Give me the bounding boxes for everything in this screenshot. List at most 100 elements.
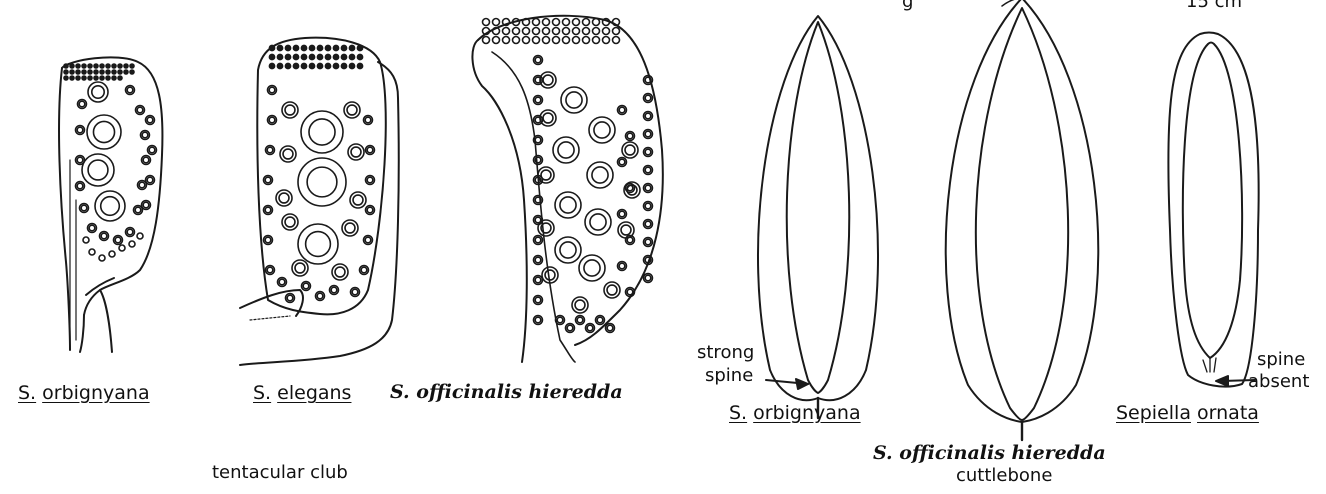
sucker-dot	[357, 45, 362, 50]
sucker-ring-inner	[575, 300, 585, 310]
sucker-dot	[341, 45, 346, 50]
sucker-ring-inner	[269, 117, 275, 123]
sucker-dot	[112, 64, 116, 68]
sucker-dot	[64, 64, 68, 68]
sucker-ring-inner	[283, 149, 293, 159]
sucker-ring-inner	[303, 283, 309, 289]
top-label-g: g	[902, 0, 913, 13]
sucker-dot	[88, 70, 92, 74]
sucker-dot	[349, 63, 354, 68]
sucker-dot	[70, 70, 74, 74]
sucker-ring-inner	[147, 177, 153, 183]
sucker-dot	[100, 64, 104, 68]
sucker-dot	[285, 63, 290, 68]
sucker-ring-inner	[567, 325, 573, 331]
sucker-ring-inner	[558, 142, 574, 158]
sucker-ring-inner	[535, 237, 541, 243]
sucker-ring-inner	[93, 121, 114, 142]
sucker-ring-inner	[287, 295, 293, 301]
label-name: S. officinalis hieredda	[390, 381, 623, 403]
sucker-ring	[555, 237, 581, 263]
label-genus: Sepiella	[1116, 402, 1191, 424]
sucker-dot	[130, 70, 134, 74]
sucker-ring-inner	[535, 137, 541, 143]
sucker-ring-inner	[645, 113, 651, 119]
sucker-dot	[325, 45, 330, 50]
sucker-dot	[325, 63, 330, 68]
sucker-ring-inner	[115, 237, 121, 243]
sucker-ring	[89, 249, 95, 255]
club-elegans-drawing	[240, 38, 399, 365]
sucker-ring-inner	[77, 157, 83, 163]
sucker-ring	[523, 28, 530, 35]
sucker-ring	[603, 28, 610, 35]
sucker-ring-inner	[607, 285, 617, 295]
label-species: orbignyana	[753, 402, 860, 424]
sucker-dot	[118, 70, 122, 74]
sucker-ring	[583, 28, 590, 35]
sucker-ring-inner	[535, 97, 541, 103]
sucker-ring-inner	[365, 117, 371, 123]
sucker-ring-inner	[269, 87, 275, 93]
sucker-dot	[349, 45, 354, 50]
sucker-dot	[94, 64, 98, 68]
sucker-ring-inner	[645, 95, 651, 101]
sucker-dot	[293, 54, 298, 59]
sucker-ring	[573, 37, 580, 44]
sucker-dot	[70, 76, 74, 80]
sucker-ring-inner	[353, 195, 363, 205]
sucker-ring	[99, 255, 105, 261]
sucker-ring	[593, 28, 600, 35]
sucker-dot	[269, 45, 274, 50]
sucker-ring	[129, 241, 135, 247]
sucker-dot	[112, 76, 116, 80]
sucker-ring-inner	[335, 267, 345, 277]
sucker-ring-inner	[535, 317, 541, 323]
sucker-ring-inner	[645, 221, 651, 227]
sucker-ring-inner	[627, 237, 633, 243]
sucker-dot	[301, 54, 306, 59]
sucker-ring-inner	[279, 279, 285, 285]
sucker-ring-inner	[535, 297, 541, 303]
sucker-ring-inner	[89, 225, 95, 231]
sucker-ring-inner	[584, 260, 600, 276]
sucker-ring-inner	[127, 87, 133, 93]
sucker-ring	[533, 19, 540, 26]
sucker-ring	[593, 19, 600, 26]
sucker-dot	[309, 63, 314, 68]
sucker-ring-inner	[142, 132, 148, 138]
label-cuttlebone-orbignyana: S. orbignyana	[729, 402, 861, 424]
sucker-ring-inner	[545, 270, 555, 280]
annotation-spine-2: spine	[1257, 349, 1305, 371]
sucker-ring	[533, 37, 540, 44]
arrow-strong-spine	[766, 379, 808, 389]
sucker-ring-inner	[135, 207, 141, 213]
sucker-ring-inner	[267, 147, 273, 153]
sucker-ring-inner	[645, 203, 651, 209]
sucker-ring-inner	[535, 257, 541, 263]
sucker-ring	[137, 233, 143, 239]
sucker-ring-inner	[365, 237, 371, 243]
sucker-ring	[563, 37, 570, 44]
sucker-dot	[285, 45, 290, 50]
sucker-ring-inner	[619, 107, 625, 113]
sucker-dot	[341, 63, 346, 68]
sucker-ring	[563, 28, 570, 35]
sucker-dot	[277, 45, 282, 50]
sucker-ring	[543, 19, 550, 26]
sucker-ring-inner	[101, 197, 120, 216]
sucker-ring-inner	[265, 237, 271, 243]
label-genus: S.	[729, 402, 747, 424]
sucker-ring	[503, 28, 510, 35]
sucker-ring-inner	[352, 289, 358, 295]
label-genus: S.	[18, 382, 36, 404]
sucker-ring-inner	[627, 133, 633, 139]
label-name: S. officinalis hieredda	[873, 442, 1106, 464]
sucker-ring	[583, 19, 590, 26]
sucker-ring	[109, 251, 115, 257]
sucker-ring	[83, 237, 89, 243]
sucker-ring-inner	[367, 177, 373, 183]
sucker-ring	[88, 82, 108, 102]
sucker-ring-inner	[535, 57, 541, 63]
sucker-ring	[523, 37, 530, 44]
